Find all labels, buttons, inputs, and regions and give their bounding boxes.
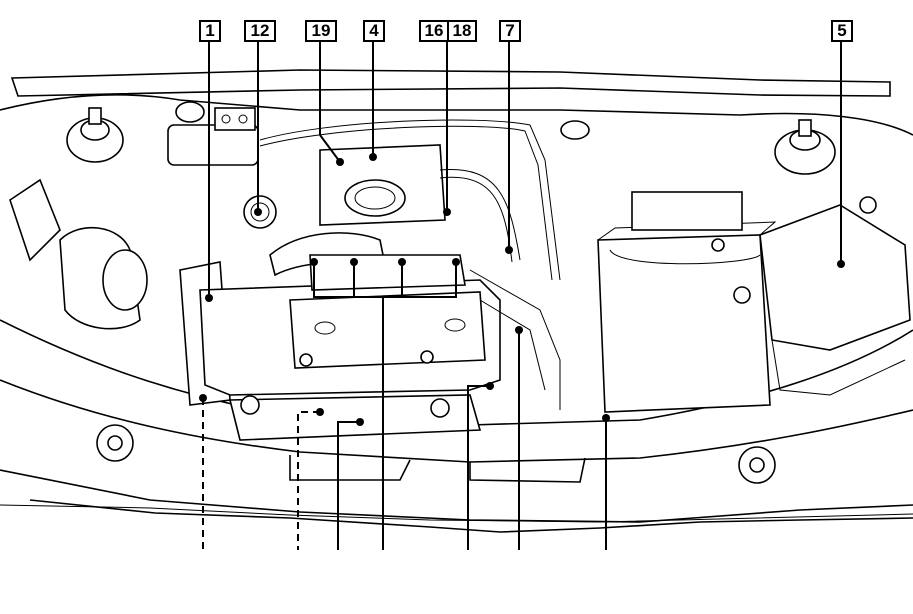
callout-label-16: 16: [419, 20, 449, 42]
battery: [597, 191, 777, 413]
engine-block: [199, 279, 501, 441]
callout-label-5: 5: [831, 20, 853, 42]
callout-label-4: 4: [363, 20, 385, 42]
callout-label-18: 18: [447, 20, 477, 42]
body-outline: [0, 69, 913, 533]
callout-dots: [199, 153, 845, 426]
callout-label-19: 19: [305, 20, 337, 42]
leader-lines: [202, 40, 842, 550]
fuse-box: [759, 196, 911, 396]
callout-label-7: 7: [499, 20, 521, 42]
crossmember-holes: [96, 120, 776, 484]
callout-label-1: 1: [199, 20, 221, 42]
callout-label-12: 12: [244, 20, 276, 42]
brake-fluid-reservoir: [167, 101, 259, 166]
strut-mounts: [66, 107, 836, 175]
